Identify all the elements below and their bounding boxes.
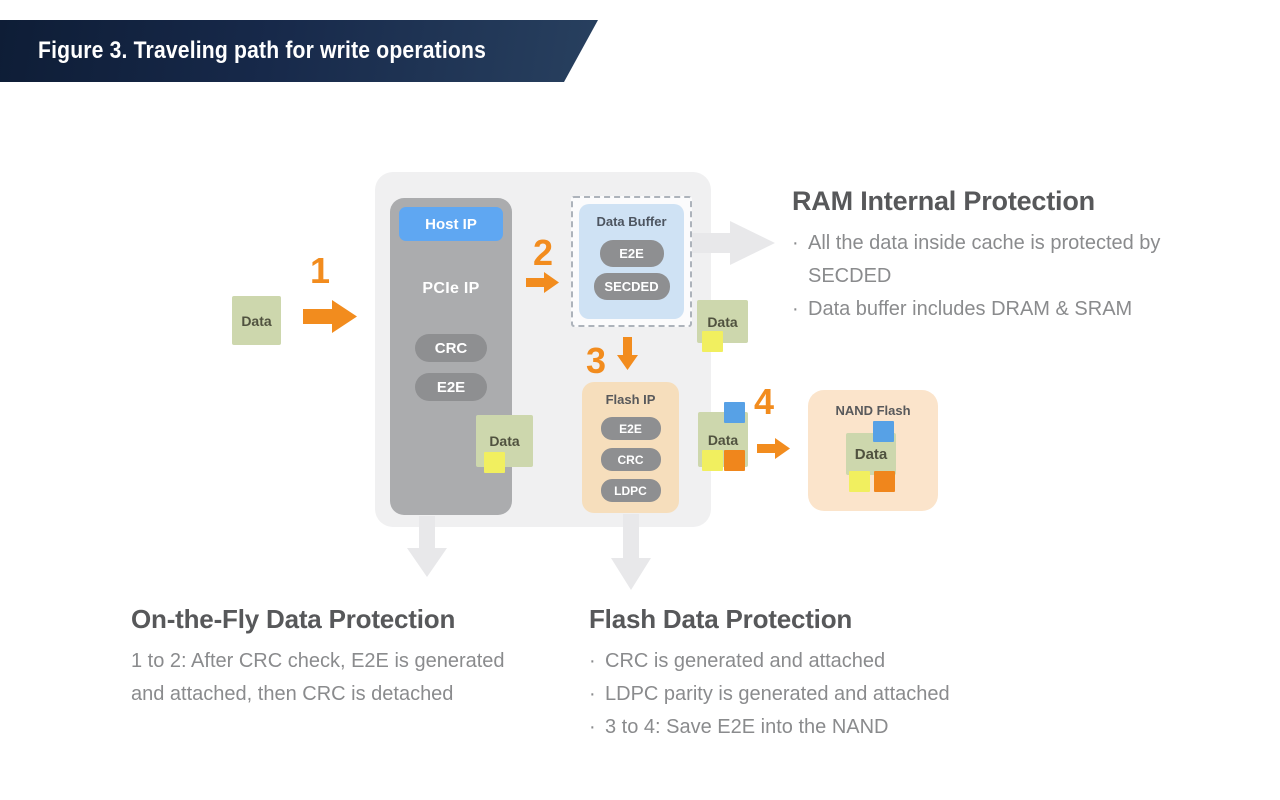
yellow-tag-square bbox=[702, 450, 723, 471]
yellow-tag-square bbox=[849, 471, 870, 492]
data-note-label: Data bbox=[854, 445, 888, 463]
ram-protection-annotation: RAM Internal Protection · All the data i… bbox=[792, 186, 1177, 326]
host-ip-block: Host IP bbox=[399, 207, 503, 241]
flash-e2e-pill: E2E bbox=[600, 417, 661, 440]
flash-ip-block: Flash IP E2E CRC LDPC bbox=[582, 382, 679, 513]
data-note-label: Data bbox=[241, 312, 272, 329]
step-number-1: 1 bbox=[309, 250, 331, 291]
flow-arrow-right-4-icon bbox=[757, 438, 790, 459]
buffer-e2e-pill: E2E bbox=[599, 240, 664, 267]
figure-title-banner: Figure 3. Traveling path for write opera… bbox=[0, 20, 598, 82]
step-number-2: 2 bbox=[532, 232, 554, 273]
flash-crc-pill: CRC bbox=[600, 448, 661, 471]
step-number-3: 3 bbox=[585, 340, 607, 381]
onthefly-protection-annotation: On-the-Fly Data Protection 1 to 2: After… bbox=[131, 604, 551, 711]
data-buffer-inner: Data Buffer E2E SECDED bbox=[579, 204, 684, 319]
flash-ldpc-pill: LDPC bbox=[600, 479, 661, 502]
figure-title: Figure 3. Traveling path for write opera… bbox=[38, 37, 487, 64]
buffer-secded-pill: SECDED bbox=[593, 273, 670, 300]
bullet-item: · LDPC parity is generated and attached bbox=[589, 678, 1069, 711]
bullet-item: · 3 to 4: Save E2E into the NAND bbox=[589, 711, 1069, 744]
data-note-after-pcie: Data bbox=[476, 415, 533, 473]
flow-arrow-right-1-icon bbox=[303, 300, 357, 333]
nand-flash-label: NAND Flash bbox=[835, 403, 911, 418]
bullet-item: · Data buffer includes DRAM & SRAM bbox=[792, 293, 1177, 326]
yellow-tag-square bbox=[484, 452, 505, 473]
bullet-dot: · bbox=[792, 298, 799, 320]
to-onthefly-protection-arrow-icon bbox=[407, 516, 447, 577]
data-note-source: Data bbox=[232, 296, 281, 345]
flow-arrow-right-2-icon bbox=[526, 272, 559, 293]
onthefly-protection-title: On-the-Fly Data Protection bbox=[131, 604, 456, 634]
data-note-after-flash-ip: Data bbox=[698, 402, 748, 471]
data-note-after-buffer: Data bbox=[697, 300, 748, 352]
ram-protection-title: RAM Internal Protection bbox=[792, 186, 1095, 216]
blue-tag-square bbox=[873, 421, 894, 442]
step-number-4: 4 bbox=[753, 381, 775, 422]
to-ram-protection-arrow-icon bbox=[660, 221, 775, 265]
bullet-text: All the data inside cache is protected b… bbox=[808, 232, 1161, 287]
data-buffer-block: Data Buffer E2E SECDED bbox=[571, 196, 692, 327]
to-flash-protection-arrow-icon bbox=[611, 514, 651, 590]
bullet-dot: · bbox=[792, 232, 799, 254]
data-note-label: Data bbox=[707, 431, 739, 448]
pcie-crc-pill: CRC bbox=[415, 334, 487, 362]
flash-protection-annotation: Flash Data Protection · CRC is generated… bbox=[589, 604, 1069, 744]
bullet-item: · CRC is generated and attached bbox=[589, 645, 1069, 678]
bullet-item: · All the data inside cache is protected… bbox=[792, 227, 1177, 293]
flash-protection-title: Flash Data Protection bbox=[589, 604, 853, 634]
data-buffer-label: Data Buffer bbox=[596, 214, 667, 229]
orange-tag-square bbox=[724, 450, 745, 471]
nand-flash-block: NAND Flash Data bbox=[808, 390, 938, 511]
bullet-text: Data buffer includes DRAM & SRAM bbox=[808, 298, 1133, 320]
bullet-text: CRC is generated and attached bbox=[605, 650, 886, 672]
ram-protection-bullets: · All the data inside cache is protected… bbox=[792, 227, 1177, 326]
data-note-label: Data bbox=[489, 433, 520, 449]
flash-ip-label: Flash IP bbox=[605, 392, 656, 407]
pcie-e2e-pill: E2E bbox=[415, 373, 487, 401]
data-note-in-nand: Data bbox=[846, 421, 896, 492]
bullet-dot: · bbox=[589, 683, 596, 705]
pcie-ip-block: Host IP PCIe IP CRC E2E bbox=[390, 198, 512, 515]
bullet-dot: · bbox=[589, 716, 596, 738]
yellow-tag-square bbox=[702, 331, 723, 352]
bullet-dot: · bbox=[589, 650, 596, 672]
onthefly-protection-body: 1 to 2: After CRC check, E2E is generate… bbox=[131, 650, 505, 705]
bullet-text: 3 to 4: Save E2E into the NAND bbox=[605, 716, 889, 738]
bullet-text: LDPC parity is generated and attached bbox=[605, 683, 950, 705]
blue-tag-square bbox=[724, 402, 745, 423]
flash-protection-bullets: · CRC is generated and attached · LDPC p… bbox=[589, 645, 1069, 744]
pcie-ip-label: PCIe IP bbox=[422, 280, 480, 297]
flow-arrow-down-3-icon bbox=[617, 337, 638, 370]
data-note-label: Data bbox=[707, 313, 738, 330]
orange-tag-square bbox=[874, 471, 895, 492]
